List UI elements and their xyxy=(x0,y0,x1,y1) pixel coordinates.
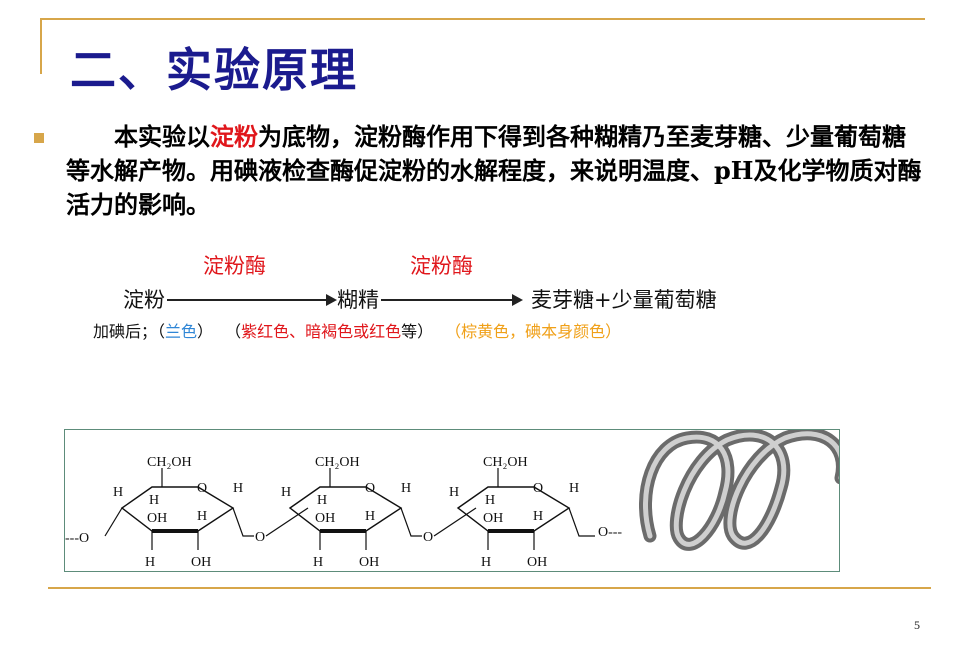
glycosidic-bond-link-2 xyxy=(433,507,477,537)
ring-oh-label: OH xyxy=(359,555,379,570)
paragraph-rest: 为底物，淀粉酶作用下得到各种糊精乃至麦芽糖、少量葡萄糖等水解产物。用碘液检查酶促… xyxy=(66,122,922,219)
glycosidic-bond-link-1 xyxy=(265,507,309,537)
ring-oxygen-label: O xyxy=(365,481,375,496)
starch-color-open: （ xyxy=(157,322,166,341)
ring-h-label: H xyxy=(401,481,411,496)
ring-h-label: H xyxy=(485,493,495,508)
reaction-arrow-2 xyxy=(381,294,523,306)
chain-end-left: ---O xyxy=(65,531,89,546)
ring-ch2oh-label: CH₂OH xyxy=(147,455,192,470)
paragraph-intro: 本实验以 xyxy=(114,122,210,151)
ring-ch2oh-label: CH₂OH xyxy=(483,455,528,470)
chain-end-right: O--- xyxy=(598,525,622,540)
glycosidic-oxygen-label: O xyxy=(423,530,433,545)
sugar-color: （棕黄色，碘本身颜色） xyxy=(445,322,622,341)
bottom-border-line xyxy=(48,587,931,589)
ring-h-label: H xyxy=(233,481,243,496)
ring-oh-label: OH xyxy=(147,511,167,526)
dextrin-color: 紫红色、暗褐色或红色 xyxy=(241,322,402,341)
reaction-substrate: 淀粉 xyxy=(123,288,165,312)
left-border-line xyxy=(40,18,42,74)
chain-right-bond xyxy=(568,507,595,537)
ring-oh-label: OH xyxy=(315,511,335,526)
ring-oxygen-label: O xyxy=(197,481,207,496)
ring-h-label: H xyxy=(149,493,159,508)
ring-h-label: H xyxy=(317,493,327,508)
ring-oxygen-label: O xyxy=(533,481,543,496)
bullet-square-icon xyxy=(34,133,44,143)
ring-oh-label: OH xyxy=(191,555,211,570)
paragraph-highlight-starch: 淀粉 xyxy=(210,122,258,151)
slide-title: 二、实验原理 xyxy=(70,43,358,97)
ring-oh-label: OH xyxy=(527,555,547,570)
ring-h-label: H xyxy=(145,555,155,570)
enzyme-label-2: 淀粉酶 xyxy=(410,254,473,278)
top-border-line xyxy=(40,18,925,20)
iodine-color-line: 加碘后；（兰色）（紫红色、暗褐色或红色等）（棕黄色，碘本身颜色） xyxy=(93,318,621,342)
ring-h-label: H xyxy=(197,509,207,524)
enzyme-label-1: 淀粉酶 xyxy=(203,254,266,278)
glycosidic-bond-2 xyxy=(400,507,422,537)
ring-h-label: H xyxy=(533,509,543,524)
dextrin-color-open: （ xyxy=(225,322,242,341)
iodine-label: 加碘后； xyxy=(93,322,158,341)
reaction-scheme: 淀粉 糊精 麦芽糖+少量葡萄糖 xyxy=(123,284,717,314)
reaction-arrow-1 xyxy=(167,294,337,306)
ring-h-label: H xyxy=(281,485,291,500)
ring-h-label: H xyxy=(313,555,323,570)
dextrin-color-close: 等） xyxy=(401,322,434,341)
ring-h-label: H xyxy=(569,481,579,496)
ring-ch2oh-label: CH₂OH xyxy=(315,455,360,470)
ring-h-label: H xyxy=(113,485,123,500)
helix-coil-icon xyxy=(639,430,839,551)
starch-color: 兰色 xyxy=(165,322,198,341)
reaction-product: 麦芽糖+少量葡萄糖 xyxy=(531,288,717,312)
glycosidic-bond-1 xyxy=(232,507,254,537)
page-number: 5 xyxy=(914,618,920,632)
chain-left-bond xyxy=(104,507,123,537)
ring-h-label: H xyxy=(449,485,459,500)
glycosidic-oxygen-label: O xyxy=(255,530,265,545)
ring-h-label: H xyxy=(365,509,375,524)
starch-color-close: ） xyxy=(197,322,214,341)
principle-paragraph: 本实验以淀粉为底物，淀粉酶作用下得到各种糊精乃至麦芽糖、少量葡萄糖等水解产物。用… xyxy=(66,120,926,222)
ring-oh-label: OH xyxy=(483,511,503,526)
reaction-intermediate: 糊精 xyxy=(337,288,379,312)
glucose-ring-1 xyxy=(120,486,235,532)
ring-h-label: H xyxy=(481,555,491,570)
